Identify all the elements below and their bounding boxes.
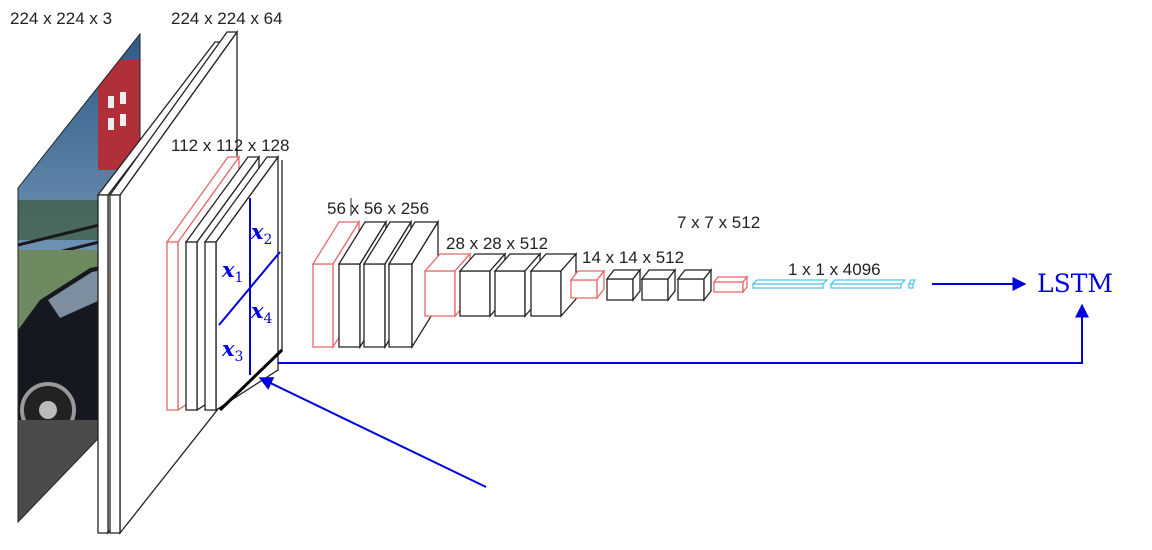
fc-dim-label: 1 x 1 x 4096 [788,260,881,279]
conv4-dim-label: 28 x 28 x 512 [446,234,548,253]
conv3-block [311,198,440,350]
region-x4-label: x4 [250,298,273,327]
arrows [258,277,1089,488]
fc-layers [751,279,917,289]
conv5-dim-label: 14 x 14 x 512 [582,248,684,267]
conv2-block [165,154,284,412]
pool5-block [712,275,749,294]
conv4-block [423,252,578,318]
conv3-dim-label: 56 x 56 x 256 [327,199,429,218]
attention-arrow [258,377,487,488]
region-x2-label: x2 [250,219,272,248]
pool5-dim-label: 7 x 7 x 512 [677,213,760,232]
region-x3-label: x3 [221,336,243,365]
region-x1-label: x1 [221,257,243,286]
conv1-dim-label: 224 x 224 x 64 [171,9,283,28]
conv2-dim-label: 112 x 112 x 128 [171,136,289,155]
conv-feature-to-lstm-arrow [278,303,1089,364]
feature-region-lines [218,198,281,375]
lstm-label: LSTM [1037,269,1113,298]
conv5-block [569,268,713,302]
input-dim-label: 224 x 224 x 3 [10,9,112,28]
